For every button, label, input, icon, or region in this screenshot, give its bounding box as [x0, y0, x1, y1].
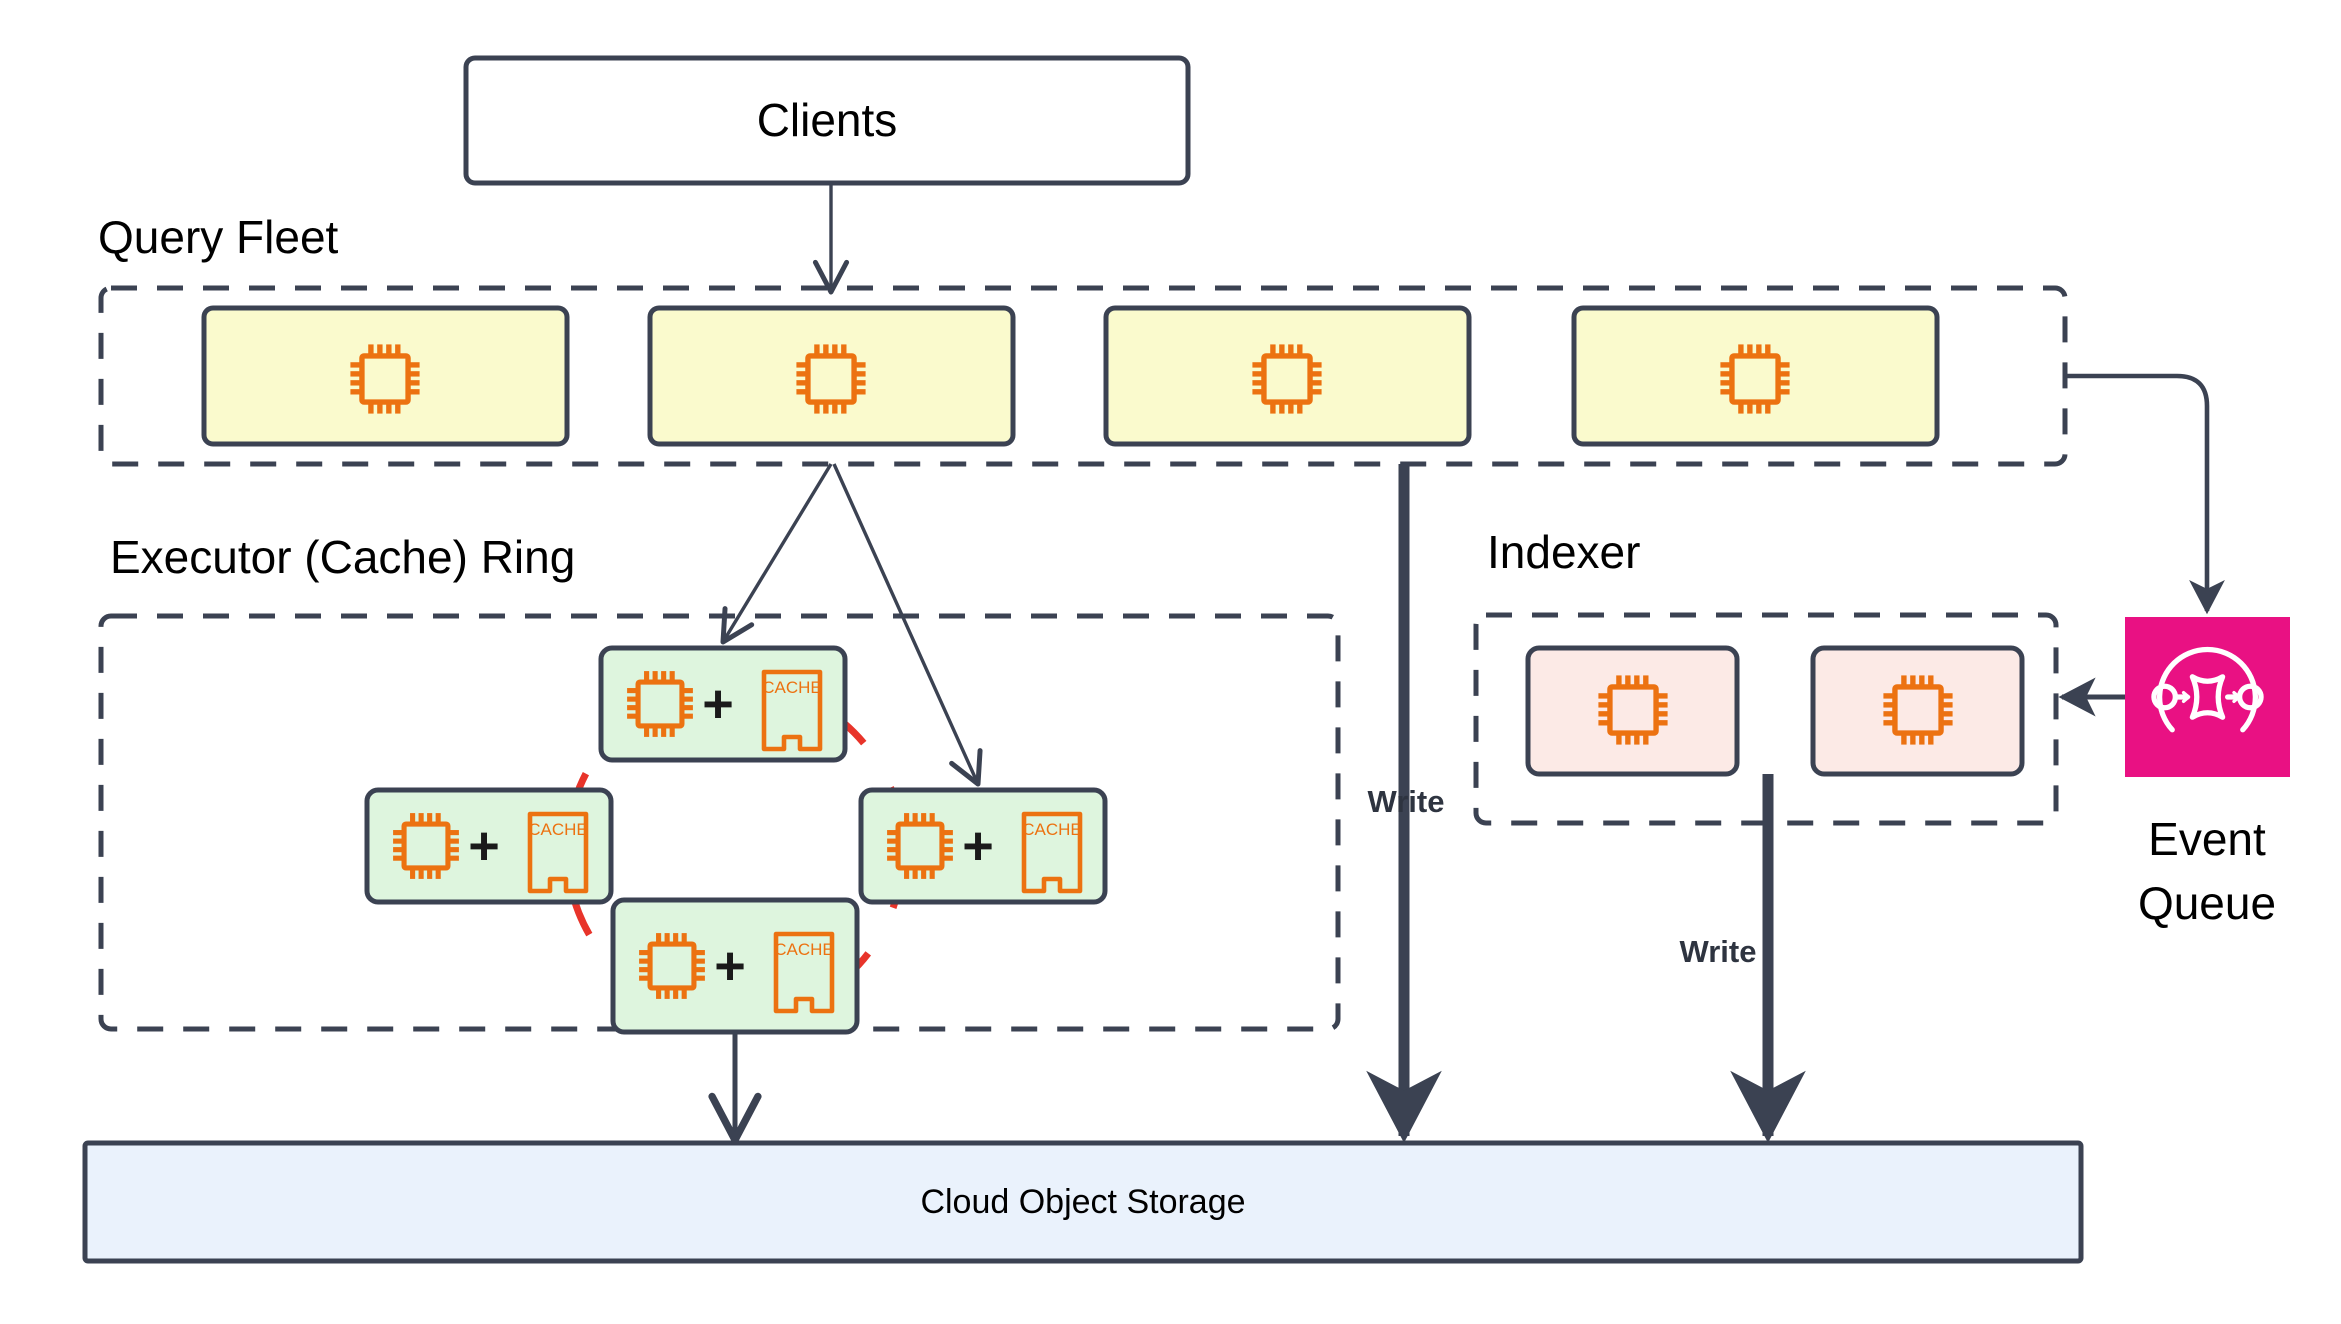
cache-icon: CACHE: [527, 811, 589, 894]
plus-label: +: [962, 816, 994, 876]
clients-node[interactable]: Clients: [463, 55, 1191, 186]
query-fleet-node-1[interactable]: [201, 305, 570, 447]
indexer-node-2-box[interactable]: [1810, 645, 2025, 777]
executor-ring-boundary: [98, 613, 1341, 1032]
executor-node-bottom[interactable]: + CACHE: [610, 897, 860, 1035]
clients-label: Clients: [757, 94, 898, 146]
query-fleet-node-4[interactable]: [1571, 305, 1940, 447]
cache-icon-label: CACHE: [774, 940, 834, 959]
query-fleet-node-2[interactable]: [647, 305, 1016, 447]
write-label-query-fleet: Write: [1368, 784, 1445, 819]
cache-icon: CACHE: [1021, 811, 1083, 894]
plus-label: +: [714, 936, 746, 996]
executor-ring-group: Executor (Cache) Ring + CACHE + CACHE: [98, 531, 1341, 1035]
cache-icon-label: CACHE: [528, 820, 588, 839]
query-fleet-node-2-box[interactable]: [647, 305, 1016, 447]
write-label-indexer: Write: [1680, 934, 1757, 969]
cloud-object-storage-label: Cloud Object Storage: [920, 1183, 1245, 1221]
indexer-group-label: Indexer: [1487, 526, 1640, 578]
executor-node-left[interactable]: + CACHE: [364, 787, 614, 905]
cloud-object-storage-box[interactable]: [82, 1140, 2084, 1264]
edge-query-fleet-to-executor-top: [720, 463, 833, 645]
query-fleet-group-label: Query Fleet: [98, 211, 339, 263]
executor-ring-group-label: Executor (Cache) Ring: [110, 531, 575, 583]
edge-query-fleet-to-event-queue: [2065, 373, 2225, 615]
cache-icon: CACHE: [773, 931, 835, 1014]
clients-box[interactable]: [463, 55, 1191, 186]
event-queue-label-line2: Queue: [2138, 877, 2276, 929]
indexer-group: Indexer: [1473, 526, 2059, 826]
query-fleet-node-1-box[interactable]: [201, 305, 570, 447]
cache-icon-label: CACHE: [1022, 820, 1082, 839]
plus-label: +: [468, 816, 500, 876]
query-fleet-node-3[interactable]: [1103, 305, 1472, 447]
event-queue-node[interactable]: Event Queue: [2125, 617, 2290, 929]
indexer-node-2[interactable]: [1810, 645, 2025, 777]
query-fleet-group: Query Fleet: [98, 211, 2068, 467]
indexer-node-1[interactable]: [1525, 645, 1740, 777]
query-fleet-node-4-box[interactable]: [1571, 305, 1940, 447]
cache-icon-label: CACHE: [762, 678, 822, 697]
indexer-node-1-box[interactable]: [1525, 645, 1740, 777]
edge-query-fleet-to-executor-right: [832, 463, 983, 787]
plus-label: +: [702, 674, 734, 734]
cloud-object-storage-node[interactable]: Cloud Object Storage: [82, 1140, 2084, 1264]
event-queue-tile[interactable]: [2125, 617, 2290, 777]
executor-node-top[interactable]: + CACHE: [598, 645, 848, 763]
executor-node-right[interactable]: + CACHE: [858, 787, 1108, 905]
cache-icon: CACHE: [761, 669, 823, 752]
event-queue-label-line1: Event: [2148, 813, 2266, 865]
query-fleet-node-3-box[interactable]: [1103, 305, 1472, 447]
